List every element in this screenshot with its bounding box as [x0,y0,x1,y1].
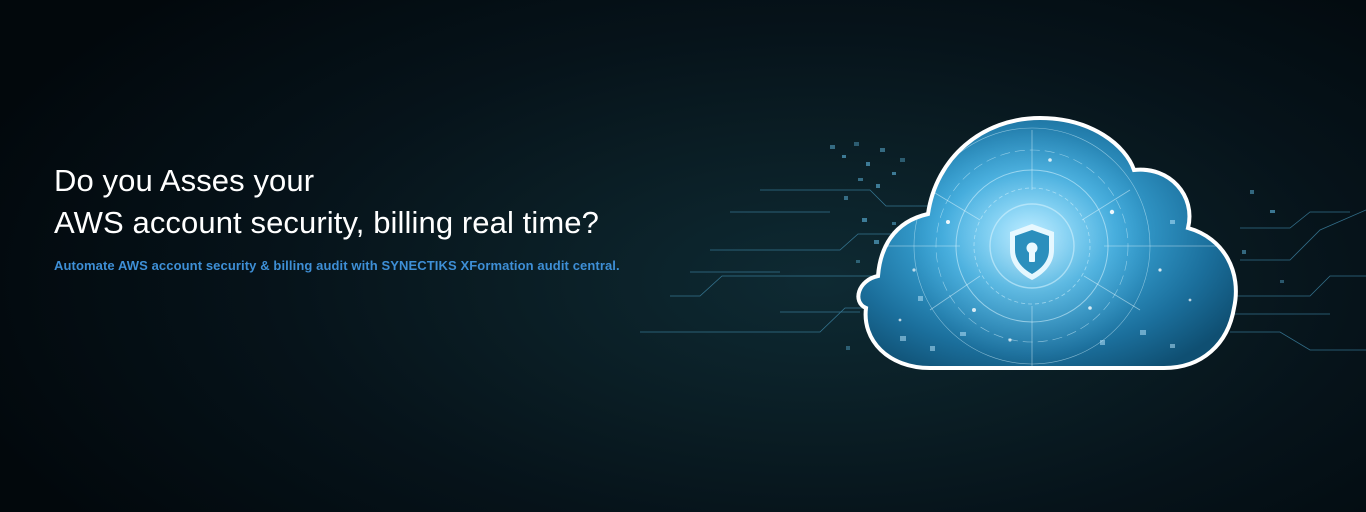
hero-headline: Do you Asses your AWS account security, … [54,160,754,244]
hero-text: Do you Asses your AWS account security, … [54,160,754,273]
hero-subline: Automate AWS account security & billing … [54,258,620,273]
headline-line-2: AWS account security, billing real time? [54,205,599,240]
shield-lock-icon [1010,224,1054,280]
cloud-security-illustration [640,115,1366,370]
headline-line-1: Do you Asses your [54,163,315,198]
